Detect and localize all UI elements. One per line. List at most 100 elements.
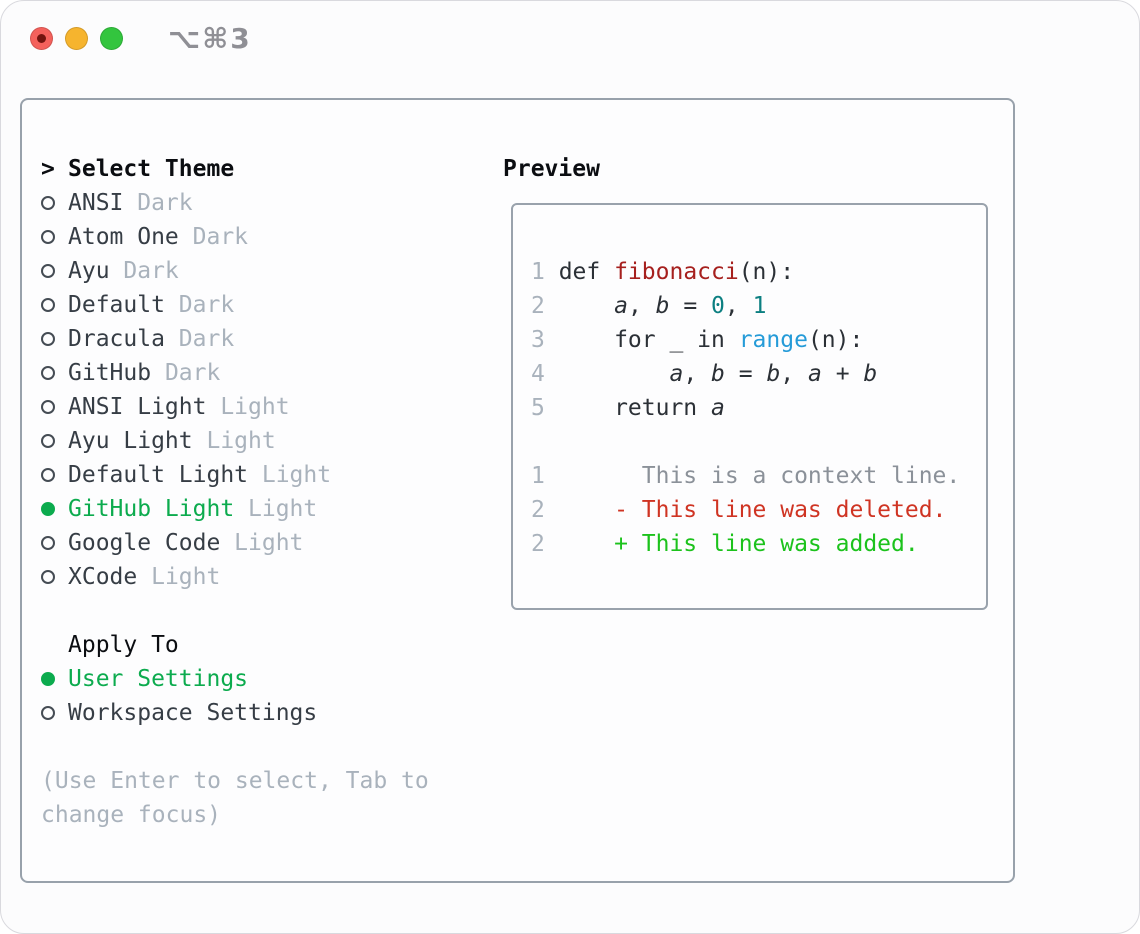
- radio-circle-icon: [41, 706, 55, 720]
- theme-option[interactable]: XCode Light: [41, 560, 443, 594]
- line-number: 2: [531, 293, 545, 319]
- apply-option-label: User Settings: [68, 666, 249, 692]
- code-line: 1 def fibonacci(n):: [531, 255, 986, 289]
- radio-gutter: [41, 536, 68, 550]
- zoom-button[interactable]: [100, 27, 123, 50]
- theme-variant: Light: [248, 496, 318, 522]
- theme-name: Default: [68, 292, 165, 318]
- theme-name: Atom One: [68, 224, 179, 250]
- diff-preview: 1 This is a context line. 2 - This line …: [531, 459, 986, 561]
- code-token: [559, 293, 614, 319]
- radio-gutter: [41, 332, 68, 346]
- close-button[interactable]: [30, 27, 53, 50]
- theme-name: GitHub: [68, 360, 152, 386]
- theme-name: XCode: [68, 564, 138, 590]
- code-token: a: [711, 395, 725, 421]
- select-theme-header: >Select Theme: [41, 152, 443, 186]
- radio-gutter: [41, 706, 68, 720]
- theme-variant: Light: [261, 462, 332, 488]
- code-token: ,: [780, 361, 808, 387]
- diff-line: 2 + This line was added.: [531, 527, 986, 561]
- prompt-gutter: >: [41, 152, 68, 186]
- code-token: 1: [752, 293, 767, 319]
- diff-content: - This line was deleted.: [558, 497, 947, 523]
- code-content: a, b = 0, 1: [559, 289, 767, 323]
- code-token: for _ in: [558, 327, 739, 353]
- theme-name: ANSI Light: [68, 394, 207, 420]
- radio-gutter: [41, 468, 68, 482]
- code-token: =: [669, 293, 712, 319]
- theme-variant: Light: [151, 564, 221, 590]
- radio-gutter: [41, 570, 68, 584]
- code-token: b: [766, 361, 781, 387]
- diff-line: 1 This is a context line.: [531, 459, 986, 493]
- spacer: [41, 594, 443, 628]
- radio-circle-icon: [41, 434, 55, 448]
- spacer: [41, 730, 443, 764]
- code-token: b: [863, 361, 878, 387]
- titlebar: ⌥⌘3: [1, 1, 1139, 79]
- apply-option[interactable]: User Settings: [41, 662, 443, 696]
- code-token: b: [711, 361, 725, 387]
- edited-indicator-dot: [37, 34, 46, 43]
- radio-circle-icon: [41, 264, 55, 278]
- radio-gutter: [41, 434, 68, 448]
- code-token: (n):: [738, 259, 795, 285]
- code-token: +: [821, 361, 864, 387]
- code-token: 0: [711, 293, 725, 319]
- theme-name: Dracula: [68, 326, 165, 352]
- line-number: 1: [531, 259, 545, 285]
- radio-circle-icon: [41, 672, 55, 686]
- code-content: return a: [559, 391, 725, 425]
- line-number: 2: [531, 497, 545, 523]
- code-token: (n):: [807, 327, 864, 353]
- radio-circle-icon: [41, 230, 55, 244]
- code-line: 5 return a: [531, 391, 986, 425]
- theme-variant: Dark: [123, 258, 179, 284]
- line-number: 4: [531, 361, 545, 387]
- line-number: 5: [531, 395, 545, 421]
- code-content: for _ in range(n):: [558, 323, 864, 357]
- code-token: a: [808, 361, 822, 387]
- code-token: =: [724, 361, 767, 387]
- code-token: ,: [627, 293, 656, 319]
- code-token: range: [738, 327, 808, 353]
- spacer: [531, 425, 986, 459]
- theme-option[interactable]: GitHub Dark: [41, 356, 443, 390]
- code-token: ,: [724, 293, 753, 319]
- radio-circle-icon: [41, 196, 55, 210]
- line-number: 3: [531, 327, 545, 353]
- minimize-button[interactable]: [65, 27, 88, 50]
- radio-gutter: [41, 400, 68, 414]
- line-number: 1: [531, 463, 545, 489]
- code-content: def fibonacci(n):: [559, 255, 794, 289]
- code-line: 2 a, b = 0, 1: [531, 289, 986, 323]
- theme-name: Default Light: [68, 462, 249, 488]
- radio-circle-icon: [41, 570, 55, 584]
- theme-option[interactable]: Default Light Light: [41, 458, 443, 492]
- preview-header: Preview: [503, 156, 600, 182]
- radio-gutter: [41, 366, 68, 380]
- apply-option[interactable]: Workspace Settings: [41, 696, 443, 730]
- apply-option-label: Workspace Settings: [68, 700, 318, 726]
- theme-variant: Dark: [164, 360, 221, 386]
- radio-gutter: [41, 502, 68, 516]
- apply-to-list: User Settings Workspace Settings: [41, 662, 443, 730]
- code-content: a, b = b, a + b: [559, 357, 878, 391]
- code-token: fibonacci: [614, 259, 739, 285]
- code-line: 4 a, b = b, a + b: [531, 357, 986, 391]
- code-token: return: [558, 395, 712, 421]
- theme-name: ANSI: [68, 190, 124, 216]
